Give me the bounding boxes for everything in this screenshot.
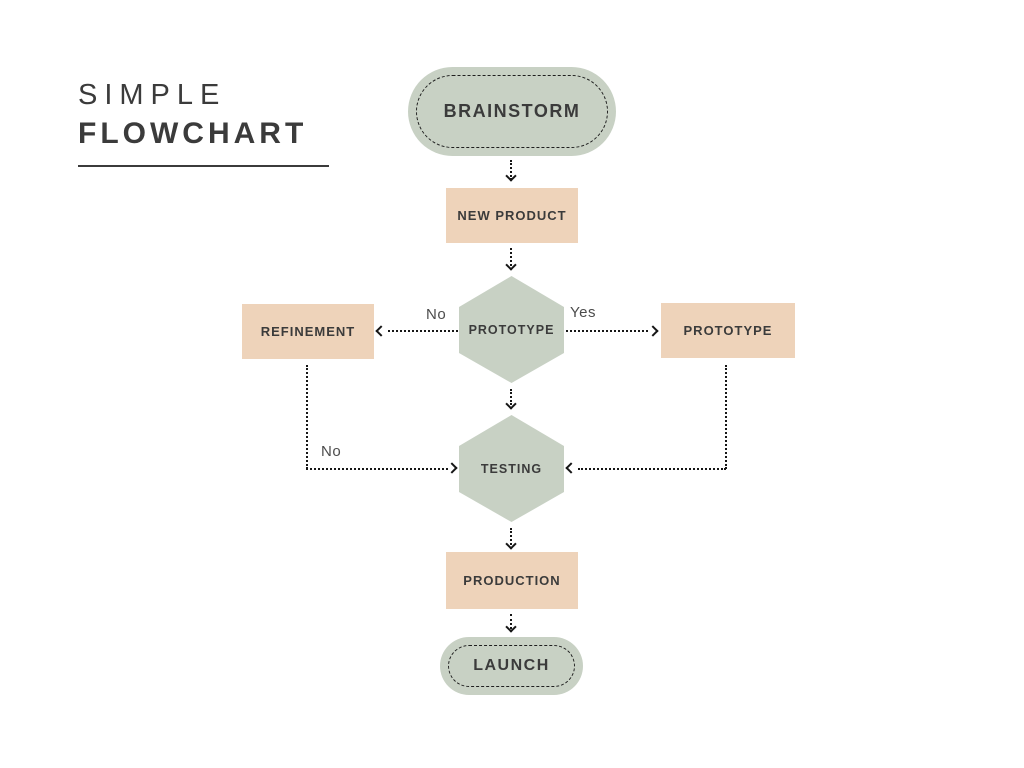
- title-line-2: FLOWCHART: [78, 116, 308, 150]
- edge-label-no: No: [321, 443, 342, 460]
- arrowhead-right-icon: [446, 462, 458, 474]
- node-label: TESTING: [480, 461, 543, 476]
- connector-prototype-testing: [578, 468, 726, 470]
- edge-label-yes: Yes: [570, 304, 596, 321]
- connector-refinement-down: [306, 365, 308, 469]
- connector-refinement-testing: [306, 468, 448, 470]
- node-label: LAUNCH: [473, 657, 550, 674]
- node-brainstorm: BRAINSTORM: [408, 67, 616, 156]
- node-prototype: PROTOTYPE: [661, 303, 795, 358]
- connector-decision-testing: [510, 389, 512, 405]
- connector-decision-prototype: [566, 330, 648, 332]
- connector-testing-production: [510, 528, 512, 545]
- title-line-1: SIMPLE: [78, 79, 227, 111]
- node-testing: TESTING: [459, 415, 564, 522]
- arrowhead-down-icon: [505, 538, 517, 550]
- node-new-product: NEW PRODUCT: [446, 188, 578, 243]
- arrowhead-down-icon: [505, 259, 517, 271]
- connector-prototype-down: [725, 365, 727, 469]
- node-production: PRODUCTION: [446, 552, 578, 609]
- node-prototype-decision: PROTOTYPE: [459, 276, 564, 383]
- arrowhead-left-icon: [375, 325, 387, 337]
- edge-label-no: No: [426, 306, 447, 323]
- node-label: PROTOTYPE: [468, 322, 555, 337]
- node-refinement: REFINEMENT: [242, 304, 374, 359]
- node-label: PROTOTYPE: [683, 323, 773, 338]
- arrowhead-down-icon: [505, 621, 517, 633]
- connector-production-launch: [510, 614, 512, 629]
- node-label: REFINEMENT: [260, 324, 356, 339]
- node-launch: LAUNCH: [440, 637, 583, 695]
- connector-brainstorm-newproduct: [510, 160, 512, 180]
- page-title: SIMPLE FLOWCHART: [78, 79, 308, 150]
- arrowhead-left-icon: [565, 462, 577, 474]
- arrowhead-right-icon: [647, 325, 659, 337]
- title-underline: [78, 165, 329, 167]
- arrowhead-down-icon: [505, 398, 517, 410]
- arrowhead-down-icon: [505, 170, 517, 182]
- node-label: PRODUCTION: [463, 573, 561, 588]
- connector-newproduct-prototype: [510, 248, 512, 266]
- node-label: BRAINSTORM: [443, 101, 581, 121]
- connector-decision-refinement: [388, 330, 458, 332]
- node-label: NEW PRODUCT: [457, 208, 567, 223]
